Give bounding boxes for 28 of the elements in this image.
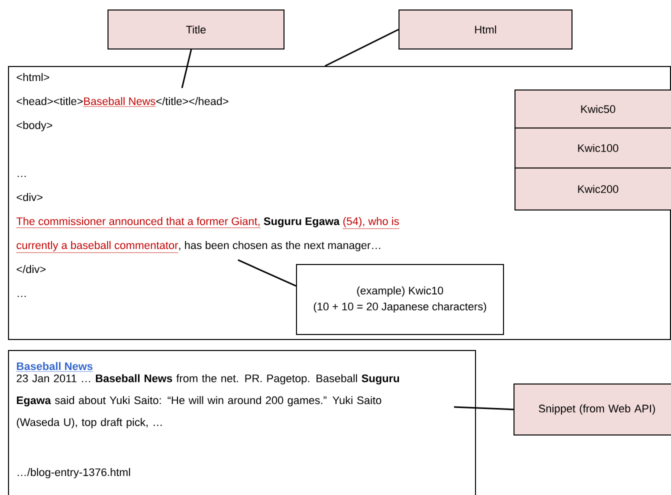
url-text: …/blog-entry-1376.html	[18, 468, 130, 478]
leader-line	[454, 406, 514, 410]
node-label: Kwic100	[578, 144, 618, 152]
code-line: <html>	[16, 73, 50, 82]
code-line: …	[18, 176, 26, 177]
code-line: <head><title>Baseball News</title></head>	[16, 97, 228, 107]
code-line: The commissioner announced that a former Giant, Suguru Egawa (54), who is	[16, 217, 400, 229]
code-line: <div>	[16, 193, 42, 202]
node-label: Kwic50	[581, 104, 616, 114]
html-code-box	[8, 66, 671, 340]
label-box: Html	[398, 10, 572, 50]
code-line: <body>	[16, 121, 52, 132]
leader-line	[181, 49, 192, 88]
node-label: Kwic200	[578, 184, 618, 194]
code-line: …	[18, 296, 26, 297]
example-box: (example) Kwic10 (10 + 10 = 20 Japanese characters)	[296, 264, 504, 335]
leader-line	[324, 28, 399, 67]
search-result-box	[8, 350, 476, 495]
label-box: Snippet (from Web API)	[514, 384, 671, 436]
code-line: currently a baseball commentator, has been chosen as the next manager…	[16, 241, 380, 253]
code-line: </div>	[16, 265, 46, 274]
label-box: Title	[108, 10, 284, 50]
label-box: Kwic200	[514, 168, 671, 210]
label-box: Kwic100	[514, 128, 671, 168]
label-box: Kwic50	[514, 90, 671, 128]
leader-line	[238, 259, 296, 287]
snippet-text: 23 Jan 2011 … Baseball News from the net. PR. Pagetop. Baseball Suguru Egawa said about Yuki Saito: “He will win around 200 games.” Yuki Saito (Waseda U), top draft pick, …	[16, 374, 400, 428]
result-title: Baseball News	[16, 362, 94, 372]
